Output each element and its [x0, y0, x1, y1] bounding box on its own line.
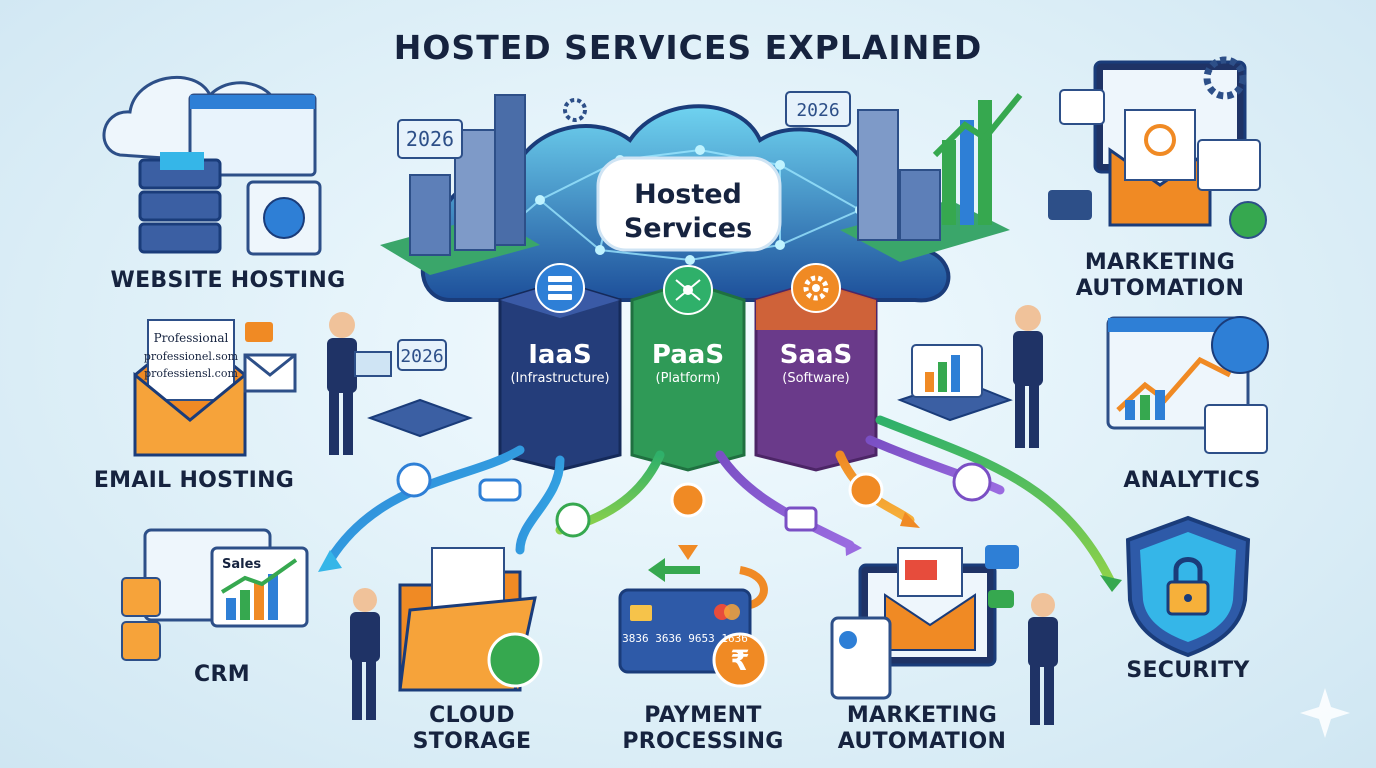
- sparkle-icon: [1300, 688, 1350, 738]
- saas-pillar: [754, 263, 878, 472]
- marketing-automation-top-illustration: [1048, 56, 1267, 239]
- label-payment-processing: PAYMENT PROCESSING: [622, 703, 784, 754]
- year-badge-left: 2026: [406, 127, 454, 151]
- label-crm: CRM: [194, 662, 250, 687]
- rupee-coin-icon: [712, 632, 768, 688]
- businessman-figure: [1028, 593, 1058, 725]
- pillar-name: SaaS: [779, 340, 853, 370]
- laptop: [354, 351, 392, 377]
- server-rack-icon: [138, 152, 222, 254]
- gear-icon: [803, 275, 829, 301]
- label-website-hosting: WEBSITE HOSTING: [110, 268, 346, 293]
- label-marketing-automation-bottom: MARKETING AUTOMATION: [837, 703, 1007, 754]
- avatar: [121, 577, 161, 617]
- pillar-sub: (Infrastructure): [510, 371, 610, 386]
- gear-icon: [563, 98, 587, 122]
- profile-card: [1204, 404, 1268, 454]
- label-email-hosting: EMAIL HOSTING: [93, 468, 295, 493]
- globe-node-icon: [396, 462, 432, 498]
- pillar-name: IaaS: [528, 340, 592, 370]
- label-analytics: ANALYTICS: [1123, 468, 1261, 493]
- server-icon: [548, 276, 572, 300]
- email-sheet-line-1: Professional: [154, 331, 229, 345]
- pillar-label-iaas: IaaS (Infrastructure): [510, 340, 609, 388]
- shopping-node-icon: [848, 472, 884, 508]
- marketing-automation-bottom-illustration: [830, 545, 1058, 725]
- label-cloud-storage: CLOUD STORAGE: [412, 703, 532, 754]
- year-badge-right: 2026: [796, 100, 839, 121]
- label-security: SECURITY: [1126, 658, 1250, 683]
- email-sheet-line-3: professiensl.com: [144, 367, 238, 380]
- globe-icon: [1211, 316, 1269, 374]
- page-title: HOSTED SERVICES EXPLAINED: [393, 28, 983, 67]
- chart-panel: [1197, 139, 1261, 191]
- network-hub-icon: [675, 279, 701, 301]
- paas-pillar: [630, 265, 746, 472]
- crm-illustration: [121, 528, 309, 661]
- cloud-storage-illustration: [350, 547, 543, 720]
- sync-icon: [487, 632, 543, 688]
- gear-icon: [1203, 56, 1247, 100]
- tablet: [830, 616, 892, 700]
- pillar-sub: (Software): [782, 371, 850, 386]
- hub-label-line-2: Services: [623, 213, 753, 244]
- bitcoin-node-icon: [670, 482, 706, 518]
- businessman-figure: [1013, 305, 1043, 448]
- crm-chart-label: Sales: [222, 557, 261, 572]
- hosted-services-cloud: [420, 104, 951, 303]
- pillar-label-paas: PaaS (Platform): [652, 340, 724, 388]
- email-hosting-illustration: [133, 319, 297, 457]
- users-node-icon: [952, 462, 992, 502]
- megaphone-icon: [1048, 190, 1092, 220]
- arrowheads: [318, 512, 1122, 592]
- hub-label-line-1: Hosted: [634, 179, 742, 210]
- city-left: [380, 94, 540, 275]
- city-right: [785, 91, 1023, 262]
- analytics-illustration: [1106, 316, 1269, 454]
- email-sheet-line-2: professionel.som: [144, 350, 239, 363]
- pie-chart-icon: [1229, 201, 1267, 239]
- iaas-pillar: [498, 263, 622, 472]
- chat-bubble-icon: [245, 322, 273, 342]
- dashboard-board: [897, 344, 1013, 422]
- chat-bubble-icon: [985, 545, 1019, 569]
- card-number: 3836 3636 9653 1636: [622, 632, 748, 645]
- megaphone-icon: [905, 560, 937, 580]
- rupee-symbol: ₹: [730, 644, 749, 677]
- code-node-icon: [784, 506, 818, 532]
- pillar-label-saas: SaaS (Software): [780, 340, 853, 388]
- avatar: [121, 621, 161, 661]
- security-illustration: [1125, 515, 1251, 658]
- hub-label: Hosted Services: [624, 178, 752, 246]
- pillar-name: PaaS: [651, 340, 725, 370]
- businessman-figure: [350, 588, 380, 720]
- website-hosting-illustration: [102, 75, 322, 256]
- pillar-sub: (Platform): [655, 371, 721, 386]
- profile-card: [1059, 89, 1105, 125]
- at-sign-icon: [1144, 124, 1176, 156]
- flow-arrows: [325, 415, 1115, 585]
- server-hologram: [367, 339, 473, 438]
- upload-node-icon: [555, 502, 591, 538]
- year-badge-hologram: 2026: [400, 346, 443, 367]
- network-node-icon: [478, 478, 522, 502]
- payment-processing-illustration: [618, 558, 768, 688]
- businessman-figure: [327, 312, 392, 455]
- label-marketing-automation-top: MARKETING AUTOMATION: [1075, 250, 1245, 301]
- chat-bubble-icon: [988, 590, 1014, 608]
- globe-icon: [263, 197, 305, 239]
